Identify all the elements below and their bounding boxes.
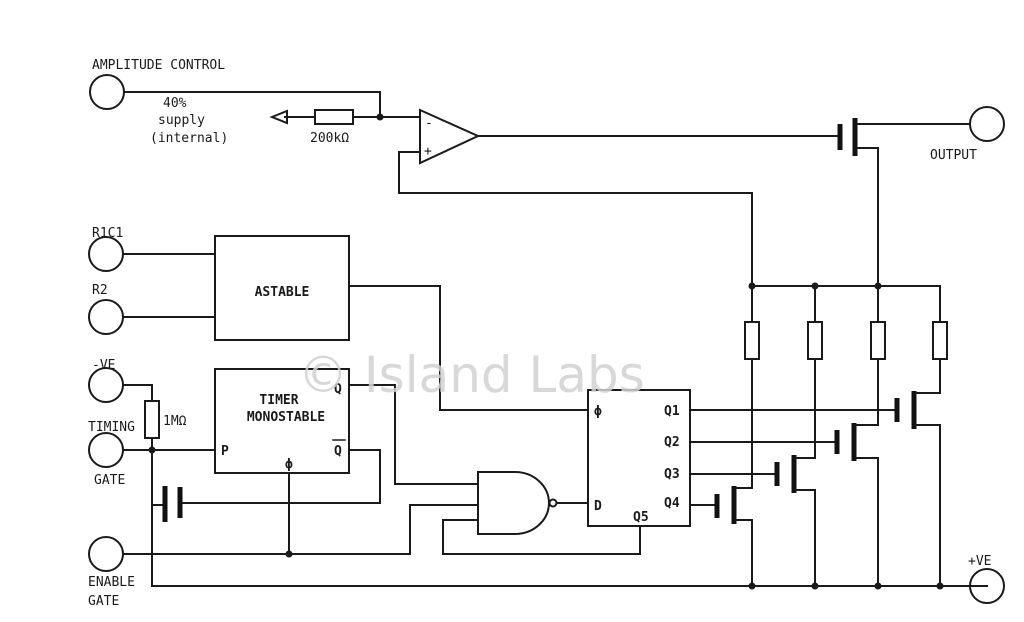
dac-ladder-section (714, 282, 948, 590)
label-plus-ve: +VE (968, 554, 991, 569)
counter-d-label: D (594, 499, 602, 514)
counter-q5-label: Q5 (633, 510, 649, 525)
label-opamp-plus: + (424, 144, 432, 159)
terminal-r1c1[interactable] (88, 236, 124, 272)
label-supply: supply (158, 113, 205, 128)
counter-phi-label: ϕ (594, 404, 602, 419)
ladder-resistor-2 (807, 321, 823, 360)
ladder-resistor-1 (744, 321, 760, 360)
nand-gate (477, 471, 550, 535)
ladder-resistor-3 (870, 321, 886, 360)
timer-section (122, 368, 988, 587)
amplitude-section (123, 91, 977, 284)
ladder-resistor-4 (932, 321, 948, 360)
timer-monostable-block (214, 368, 350, 474)
timer-qbar-label: Q (334, 444, 342, 459)
terminal-output[interactable] (969, 106, 1005, 142)
label-resistor-1m: 1MΩ (163, 414, 187, 429)
junction-dot (874, 582, 882, 590)
terminal-enable-gate[interactable] (88, 536, 124, 572)
label-minus-ve: -VE (92, 358, 115, 373)
astable-section (122, 235, 591, 411)
counter-q3-label: Q3 (664, 467, 680, 482)
junction-dot (285, 550, 293, 558)
counter-block (587, 389, 691, 527)
astable-label: ASTABLE (255, 285, 310, 300)
label-opamp-minus: - (425, 116, 433, 131)
label-r1c1: R1C1 (92, 226, 123, 241)
timer-phi-label: ϕ (285, 457, 293, 472)
junction-dot (811, 582, 819, 590)
nand-section (442, 471, 641, 555)
op-amp (419, 108, 481, 165)
terminal-minus-ve[interactable] (88, 367, 124, 403)
resistor-200k (314, 109, 354, 125)
nand-inversion-bubble (548, 498, 558, 508)
timer-q-label: Q (334, 382, 342, 397)
terminal-timing-gate[interactable] (88, 432, 124, 468)
label-amplitude-control: AMPLITUDE CONTROL (92, 58, 225, 73)
counter-q4-label: Q4 (664, 496, 680, 511)
resistor-1m (144, 400, 160, 439)
counter-q1-label: Q1 (664, 404, 680, 419)
label-output: OUTPUT (930, 148, 977, 163)
counter-q2-label: Q2 (664, 435, 680, 450)
watermark: © Island Labs (298, 346, 645, 404)
label-r2: R2 (92, 283, 108, 298)
terminal-amplitude-control[interactable] (89, 74, 125, 110)
label-resistor-200k: 200kΩ (310, 131, 349, 146)
label-enable-gate: GATE (88, 594, 119, 609)
counter-section (587, 389, 896, 527)
label-internal: (internal) (150, 131, 228, 146)
astable-block (214, 235, 350, 341)
label-supply-percent: 40% (163, 96, 187, 111)
junction-dot (148, 446, 156, 454)
timer-p-label: P (221, 444, 229, 459)
junction-dot (748, 582, 756, 590)
junction-dot (936, 582, 944, 590)
terminal-r2[interactable] (88, 299, 124, 335)
junction-dot (376, 113, 384, 121)
timer-label: TIMER (259, 393, 298, 408)
label-timing: TIMING (88, 420, 135, 435)
label-enable: ENABLE (88, 575, 135, 590)
monostable-label: MONOSTABLE (247, 410, 325, 425)
label-timing-gate: GATE (94, 473, 125, 488)
